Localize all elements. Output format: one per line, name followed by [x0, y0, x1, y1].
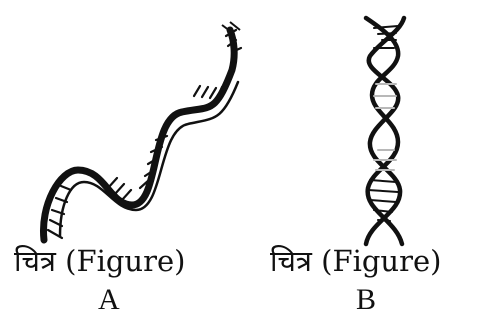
figure-b-caption: चित्र (Figure)	[270, 244, 442, 278]
figure-a-caption: चित्र (Figure)	[14, 244, 186, 278]
figure-b-strand-1	[363, 15, 405, 247]
figure-b-letter: B	[356, 283, 377, 316]
figure-b-strand-2	[363, 15, 407, 247]
figure-a-hatching	[46, 28, 243, 240]
figure-b-faded-rungs	[373, 83, 397, 171]
figure-b-double-helix	[363, 15, 407, 247]
figure-a-tail	[221, 24, 235, 35]
figure-a-letter: A	[98, 283, 120, 316]
figure-b-rungs	[367, 25, 399, 222]
figure-a-tail-2	[229, 21, 241, 31]
figure-a-strand-inner	[58, 80, 240, 238]
figure-a-helix	[39, 21, 243, 244]
